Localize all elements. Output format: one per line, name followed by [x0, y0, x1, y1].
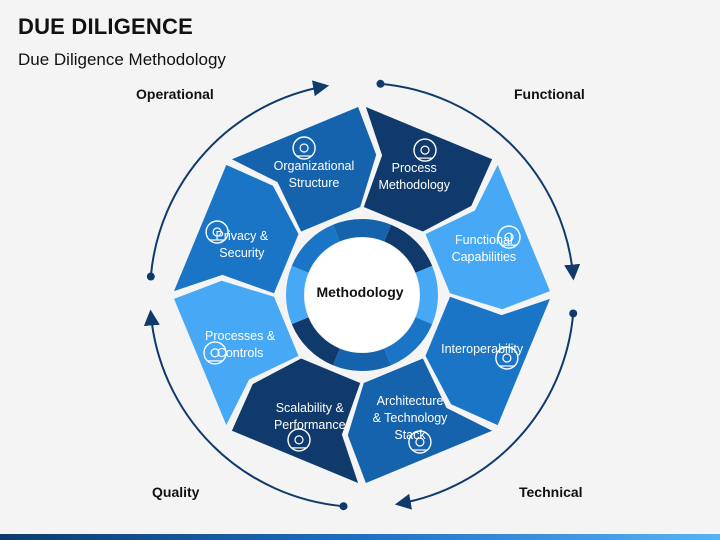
segment-icons	[203, 136, 521, 454]
bottom-accent-bar	[0, 534, 720, 540]
control-panel-icon	[203, 341, 227, 365]
inner-ring-arc	[291, 224, 340, 273]
segment-label-line: Structure	[288, 176, 340, 191]
inner-ring-arc	[332, 348, 392, 371]
functional-shapes-icon	[497, 225, 521, 249]
cycle-dot	[376, 79, 385, 88]
cycle-arrow-1	[149, 80, 330, 277]
cycle-arrows	[143, 79, 581, 511]
cycle-dot	[569, 309, 578, 318]
page-title: DUE DILIGENCE	[18, 14, 193, 39]
cycle-arrow-4	[143, 309, 344, 508]
segment-5	[231, 358, 361, 483]
server-shield-icon	[205, 220, 229, 244]
segment-label-line: Privacy &	[215, 228, 269, 243]
segment-label-line: Scalability &	[275, 401, 344, 416]
inner-ring-arc	[286, 265, 309, 325]
segment-label-line: & Technology	[372, 411, 448, 426]
segment-1	[363, 107, 493, 232]
quadrant-label-operational: Operational	[136, 86, 214, 102]
segment-4	[347, 358, 493, 483]
center-label: Methodology	[316, 284, 404, 300]
team-network-icon	[495, 346, 519, 370]
segment-7	[174, 164, 299, 294]
org-chart-icon	[292, 136, 316, 160]
segment-label-line: Controls	[216, 346, 264, 360]
segment-6	[174, 280, 299, 426]
quadrant-label-quality: Quality	[152, 484, 200, 500]
center-hub	[305, 238, 419, 352]
segment-label-line: Functional	[455, 232, 513, 247]
segment-label-line: Capabilities	[451, 249, 517, 264]
quadrant-label-technical: Technical	[519, 484, 583, 500]
cycle-arrow-2	[380, 82, 581, 281]
architecture-columns-icon	[408, 430, 432, 454]
inner-ring-arc	[332, 219, 392, 242]
segment-label-line: Process	[391, 160, 437, 175]
quadrant-label-functional: Functional	[514, 86, 585, 102]
segment-ring	[174, 107, 550, 483]
page-subtitle: Due Diligence Methodology	[18, 50, 226, 69]
segment-label-6: Processes & Controls	[185, 328, 295, 362]
segment-label-line: Processes &	[205, 329, 276, 343]
cycle-arrow-3	[394, 313, 575, 510]
inner-ring	[286, 219, 438, 371]
segment-label-line: Performance	[273, 418, 346, 433]
segment-label-3: Interoperability	[427, 341, 537, 358]
segment-label-line: Methodology	[378, 177, 451, 192]
inner-ring-arc	[415, 265, 438, 325]
segment-label-line: Architecture	[376, 394, 444, 409]
inner-ring-arc	[291, 317, 340, 366]
segment-label-5: Scalability & Performance	[255, 400, 365, 434]
segment-8	[231, 107, 377, 232]
cycle-dot	[339, 502, 348, 511]
inner-ring-arc	[384, 224, 433, 273]
segment-label-line: Interoperability	[441, 341, 524, 356]
segment-label-line: Stack	[394, 428, 426, 443]
segment-label-line: Security	[219, 245, 265, 260]
segment-label-7: Privacy & Security	[187, 228, 297, 262]
segment-3	[425, 296, 550, 426]
segment-label-line: Organizational	[273, 159, 355, 174]
inner-ring-arc	[384, 317, 433, 366]
segment-2	[425, 164, 550, 310]
rocket-icon	[287, 428, 311, 452]
process-gear-icon	[413, 138, 437, 162]
cycle-dot	[146, 272, 155, 281]
